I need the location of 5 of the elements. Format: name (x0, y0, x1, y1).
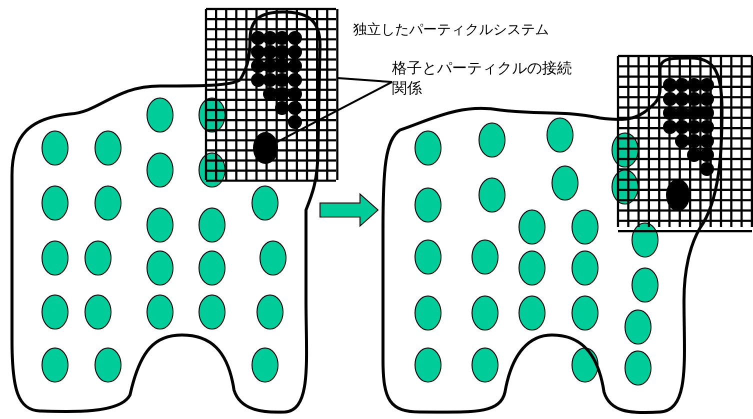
system-label: 独立したパーティクルシステム (353, 21, 549, 40)
leader-line (276, 81, 392, 144)
leader-line (336, 77, 392, 83)
callout-text: 格子とパーティクルの接続関係 (392, 58, 573, 98)
block-arrow (320, 192, 379, 228)
